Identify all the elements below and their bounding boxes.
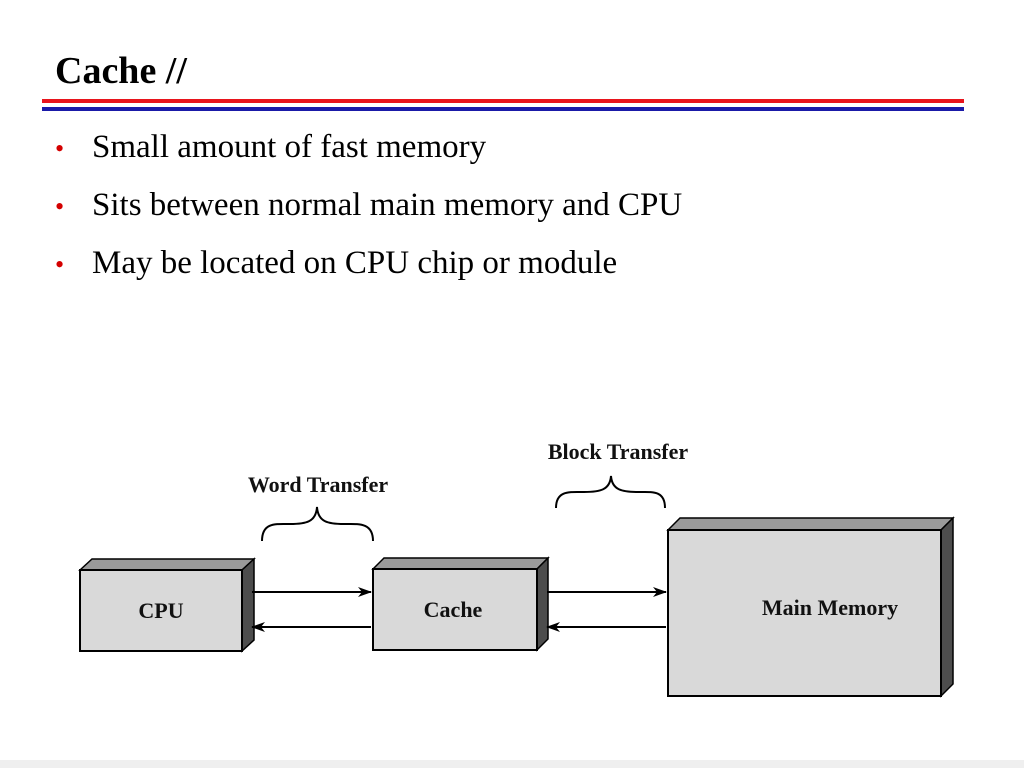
slide-title: Cache //	[55, 50, 187, 92]
footer-band	[0, 760, 1024, 768]
bullet-item: • Sits between normal main memory and CP…	[55, 176, 682, 234]
title-rule-blue	[42, 107, 964, 111]
bullet-text: Small amount of fast memory	[92, 129, 487, 165]
block-transfer-brace-icon	[555, 475, 666, 509]
main-memory-box: Main Memory	[666, 516, 955, 698]
bullet-item: • Small amount of fast memory	[55, 118, 682, 176]
bullet-text: May be located on CPU chip or module	[92, 245, 618, 281]
title-rule-red	[42, 99, 964, 103]
cache-box: Cache	[371, 556, 550, 652]
cache-label: Cache	[424, 597, 483, 622]
bullet-item: • May be located on CPU chip or module	[55, 234, 682, 292]
bullet-icon: •	[55, 250, 65, 279]
cpu-box: CPU	[78, 557, 256, 653]
word-transfer-label: Word Transfer	[248, 472, 389, 497]
bullet-icon: •	[55, 192, 65, 221]
word-transfer-brace-icon	[261, 506, 374, 542]
main-memory-label: Main Memory	[762, 595, 898, 620]
block-transfer-label: Block Transfer	[548, 439, 689, 464]
cpu-label: CPU	[138, 598, 183, 623]
bullet-list: • Small amount of fast memory • Sits bet…	[55, 118, 682, 292]
bullet-text: Sits between normal main memory and CPU	[92, 187, 683, 223]
bullet-icon: •	[55, 134, 65, 163]
